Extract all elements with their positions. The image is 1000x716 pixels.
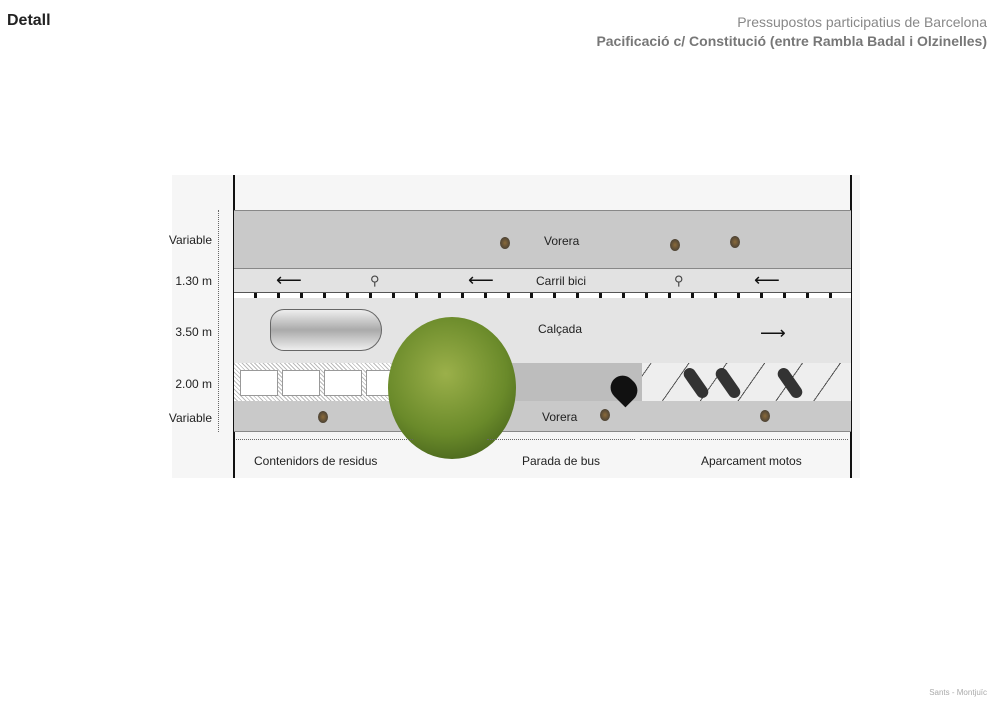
zone-bracket	[487, 439, 635, 440]
page-subtitle: Pacificació c/ Constitució (entre Rambla…	[596, 33, 987, 49]
page-title: Pressupostos participatius de Barcelona	[737, 14, 987, 30]
dim-calcada: 3.50 m	[175, 325, 212, 339]
vorera-top-band: Vorera	[234, 210, 851, 269]
arrow-left-icon: ⟵	[754, 270, 780, 290]
zone-bracket	[236, 439, 413, 440]
vorera-bottom-label: Vorera	[542, 410, 578, 424]
street-section-diagram: Vorera ⟵ ⚲ ⟵ Carril bici ⚲ ⟵ Calçada ⟶ V…	[169, 175, 860, 478]
dim-vorera-bottom: Variable	[168, 411, 212, 425]
arrow-left-icon: ⟵	[276, 270, 302, 290]
motorcycle-icon	[681, 365, 711, 401]
dimension-line	[218, 210, 219, 432]
motorcycle-icon	[775, 365, 805, 401]
zone-label-parada-bus: Parada de bus	[522, 454, 601, 468]
pedestrian-icon	[318, 411, 328, 423]
calcada-label: Calçada	[538, 322, 583, 336]
section-title: Detall	[7, 12, 51, 29]
moto-parking	[642, 363, 851, 401]
pedestrian-icon	[670, 239, 680, 251]
bicycle-icon: ⚲	[674, 273, 684, 288]
district-footer: Sants - Montjuïc	[929, 688, 987, 697]
dim-parking: 2.00 m	[175, 377, 212, 391]
motorcycle-icon	[713, 365, 743, 401]
parking-band	[234, 363, 851, 401]
waste-container	[324, 370, 362, 396]
carril-bici-band: ⟵ ⚲ ⟵ Carril bici ⚲ ⟵	[234, 268, 851, 293]
waste-container	[240, 370, 278, 396]
street-edge-right	[850, 175, 852, 478]
pedestrian-icon	[760, 410, 770, 422]
calcada-band: Calçada ⟶	[234, 298, 851, 363]
bicycle-icon: ⚲	[370, 273, 380, 288]
zone-label-aparcament-motos: Aparcament motos	[701, 454, 802, 468]
zone-label-contenidors: Contenidors de residus	[254, 454, 378, 468]
vorera-bottom-band: Vorera	[234, 401, 851, 432]
car-icon	[270, 309, 382, 351]
vorera-top-label: Vorera	[544, 234, 580, 248]
arrow-right-icon: ⟶	[760, 323, 786, 343]
dim-carril-bici: 1.30 m	[175, 274, 212, 288]
arrow-left-icon: ⟵	[468, 270, 494, 290]
waste-container	[282, 370, 320, 396]
pedestrian-icon	[500, 237, 510, 249]
pedestrian-icon	[600, 409, 610, 421]
carril-bici-label: Carril bici	[536, 274, 587, 288]
tree-icon	[388, 317, 516, 459]
zone-bracket	[640, 439, 848, 440]
pedestrian-icon	[730, 236, 740, 248]
dim-vorera-top: Variable	[168, 233, 212, 247]
